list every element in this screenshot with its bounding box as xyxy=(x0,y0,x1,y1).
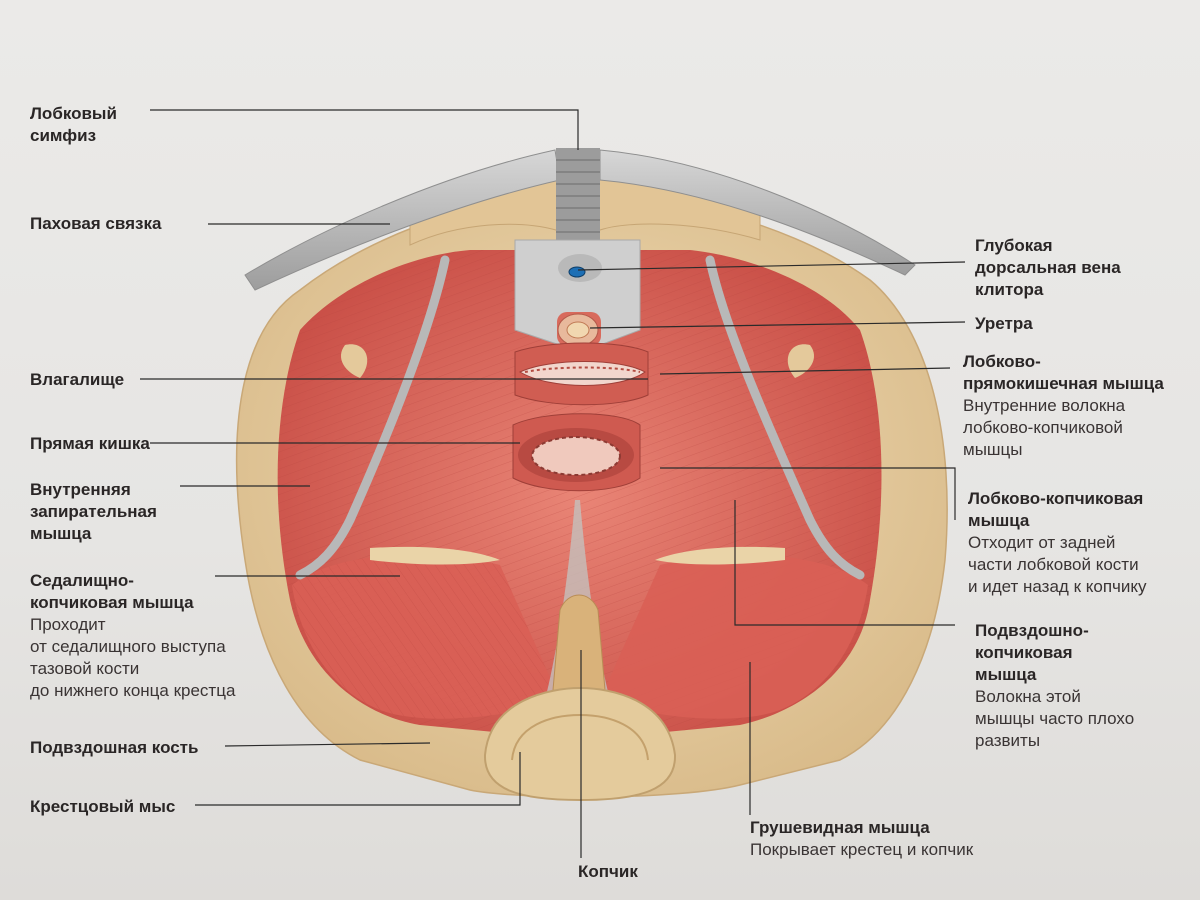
label-coccyx: Копчик xyxy=(578,861,638,883)
label-description: до нижнего конца крестца xyxy=(30,681,236,700)
label-urethra: Уретра xyxy=(975,313,1033,335)
label-title: прямокишечная мышца xyxy=(963,374,1164,393)
label-piriformis: Грушевидная мышца Покрывает крестец и ко… xyxy=(750,817,973,861)
ischiococcygeus-muscle-right xyxy=(600,554,868,719)
label-ilium: Подвздошная кость xyxy=(30,737,198,759)
leader-pubic-symphysis xyxy=(150,109,579,150)
label-title: Внутренняя xyxy=(30,480,131,499)
label-rectum: Прямая кишка xyxy=(30,433,150,455)
rectum xyxy=(512,413,641,492)
leader-sacral-promontory xyxy=(195,752,521,806)
label-description: Проходит xyxy=(30,615,106,634)
label-iliococcygeus: Подвздошно- копчиковая мышца Волокна это… xyxy=(975,620,1134,752)
label-puborectalis: Лобково- прямокишечная мышца Внутренние … xyxy=(963,351,1164,461)
label-ischiococcygeus: Седалищно- копчиковая мышца Проходит от … xyxy=(30,570,235,702)
label-description: мышцы xyxy=(963,440,1023,459)
label-title: Подвздошно- xyxy=(975,621,1089,640)
label-pubococcygeus: Лобково-копчиковая мышца Отходит от задн… xyxy=(968,488,1147,598)
label-vagina: Влагалище xyxy=(30,369,124,391)
label-pubic-symphysis: Лобковый симфиз xyxy=(30,103,117,147)
leader-puborectalis xyxy=(659,367,951,375)
label-title: Лобковый xyxy=(30,104,117,123)
arcus-tendineus-right xyxy=(705,255,865,580)
deep-dorsal-vein xyxy=(568,266,586,278)
label-title: Паховая связка xyxy=(30,214,162,233)
coccyx xyxy=(552,594,606,691)
label-title: мышца xyxy=(975,665,1037,684)
label-title: Влагалище xyxy=(30,370,125,389)
label-description: развиты xyxy=(975,731,1041,750)
vagina xyxy=(514,342,649,406)
label-title: дорсальная вена xyxy=(975,258,1121,277)
label-deep-dorsal-vein: Глубокая дорсальная вена клитора xyxy=(975,235,1121,301)
leader-iliococcygeus xyxy=(734,500,955,626)
label-description: Покрывает крестец и копчик xyxy=(750,840,974,859)
label-title: Подвздошная кость xyxy=(30,738,199,757)
label-title: клитора xyxy=(975,280,1044,299)
label-title: Лобково- xyxy=(963,352,1041,371)
label-title: Копчик xyxy=(578,862,638,881)
label-description: Внутренние волокна xyxy=(963,396,1126,415)
label-title: запирательная xyxy=(30,502,157,521)
label-title: копчиковая xyxy=(975,643,1073,662)
label-title: Лобково-копчиковая xyxy=(968,489,1144,508)
urethra xyxy=(557,312,601,347)
label-title: мышца xyxy=(968,511,1030,530)
label-title: Уретра xyxy=(975,314,1033,333)
sacral-promontory xyxy=(483,686,677,802)
label-title: копчиковая мышца xyxy=(30,593,194,612)
label-description: тазовой кости xyxy=(30,659,140,678)
label-title: Глубокая xyxy=(975,236,1053,255)
pubic-symphysis xyxy=(556,148,600,240)
label-title: симфиз xyxy=(30,126,97,145)
label-description: Волокна этой xyxy=(975,687,1081,706)
label-description: от седалищного выступа xyxy=(30,637,226,656)
label-description: Отходит от задней xyxy=(968,533,1116,552)
label-title: мышца xyxy=(30,524,92,543)
label-description: мышцы часто плохо xyxy=(975,709,1135,728)
label-description: лобково-копчиковой xyxy=(963,418,1123,437)
inguinal-ligament-right xyxy=(599,149,916,276)
label-description: части лобковой кости xyxy=(968,555,1139,574)
label-title: Грушевидная мышца xyxy=(750,818,930,837)
label-inguinal-ligament: Паховая связка xyxy=(30,213,161,235)
leader-urethra xyxy=(589,321,966,329)
leader-pubococcygeus xyxy=(660,467,956,520)
label-title: Прямая кишка xyxy=(30,434,150,453)
arcus-tendineus-left xyxy=(295,255,450,580)
leader-ilium xyxy=(224,742,431,747)
label-title: Седалищно- xyxy=(30,571,134,590)
label-obturator-internus: Внутренняя запирательная мышца xyxy=(30,479,157,545)
leader-deep-dorsal-vein xyxy=(577,261,966,271)
label-description: и идет назад к копчику xyxy=(968,577,1147,596)
label-sacral-promontory: Крестцовый мыс xyxy=(30,796,175,818)
label-title: Крестцовый мыс xyxy=(30,797,176,816)
